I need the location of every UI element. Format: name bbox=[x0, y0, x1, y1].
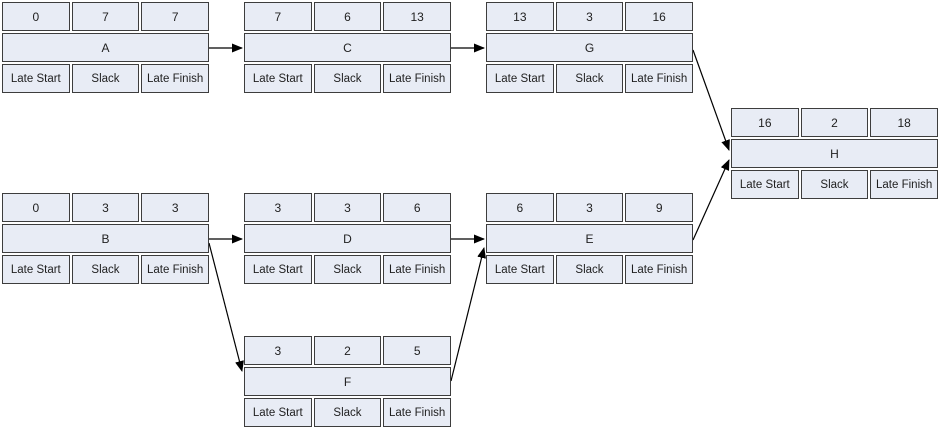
activity-name: C bbox=[244, 33, 451, 62]
late-start-label: Late Start bbox=[244, 64, 312, 93]
duration-value: 2 bbox=[800, 108, 869, 137]
early-start-value: 0 bbox=[2, 2, 70, 31]
early-finish-value: 9 bbox=[625, 193, 693, 222]
duration-value: 3 bbox=[71, 193, 140, 222]
early-start-value: 3 bbox=[244, 336, 312, 365]
pert-node-d: 3 3 6 D Late Start Slack Late Finish bbox=[244, 193, 451, 284]
early-finish-value: 16 bbox=[625, 2, 693, 31]
late-finish-label: Late Finish bbox=[383, 255, 451, 284]
late-start-label: Late Start bbox=[2, 64, 70, 93]
slack-label: Slack bbox=[800, 170, 869, 199]
slack-label: Slack bbox=[71, 255, 140, 284]
pert-node-e: 6 3 9 E Late Start Slack Late Finish bbox=[486, 193, 693, 284]
slack-label: Slack bbox=[71, 64, 140, 93]
activity-name: F bbox=[244, 367, 451, 396]
pert-node-f: 3 2 5 F Late Start Slack Late Finish bbox=[244, 336, 451, 427]
late-start-label: Late Start bbox=[244, 255, 312, 284]
late-finish-label: Late Finish bbox=[383, 398, 451, 427]
late-finish-label: Late Finish bbox=[141, 255, 209, 284]
early-finish-value: 7 bbox=[141, 2, 209, 31]
late-start-label: Late Start bbox=[486, 64, 554, 93]
activity-name: B bbox=[2, 224, 209, 253]
slack-label: Slack bbox=[313, 255, 382, 284]
late-start-label: Late Start bbox=[2, 255, 70, 284]
late-finish-label: Late Finish bbox=[383, 64, 451, 93]
duration-value: 7 bbox=[71, 2, 140, 31]
edge-g-h bbox=[692, 49, 730, 151]
activity-name: G bbox=[486, 33, 693, 62]
early-finish-value: 6 bbox=[383, 193, 451, 222]
late-start-label: Late Start bbox=[731, 170, 799, 199]
late-finish-label: Late Finish bbox=[625, 255, 693, 284]
duration-value: 3 bbox=[555, 193, 624, 222]
duration-value: 3 bbox=[313, 193, 382, 222]
pert-node-b: 0 3 3 B Late Start Slack Late Finish bbox=[2, 193, 209, 284]
slack-label: Slack bbox=[313, 398, 382, 427]
early-finish-value: 5 bbox=[383, 336, 451, 365]
pert-node-g: 13 3 16 G Late Start Slack Late Finish bbox=[486, 2, 693, 93]
activity-name: D bbox=[244, 224, 451, 253]
late-finish-label: Late Finish bbox=[141, 64, 209, 93]
early-start-value: 13 bbox=[486, 2, 554, 31]
early-start-value: 16 bbox=[731, 108, 799, 137]
duration-value: 2 bbox=[313, 336, 382, 365]
slack-label: Slack bbox=[555, 64, 624, 93]
edge-e-h bbox=[692, 159, 730, 241]
slack-label: Slack bbox=[555, 255, 624, 284]
duration-value: 6 bbox=[313, 2, 382, 31]
late-finish-label: Late Finish bbox=[870, 170, 938, 199]
early-start-value: 7 bbox=[244, 2, 312, 31]
slack-label: Slack bbox=[313, 64, 382, 93]
pert-node-c: 7 6 13 C Late Start Slack Late Finish bbox=[244, 2, 451, 93]
edge-b-f bbox=[208, 242, 244, 372]
early-start-value: 0 bbox=[2, 193, 70, 222]
activity-name: H bbox=[731, 139, 938, 168]
pert-node-a: 0 7 7 A Late Start Slack Late Finish bbox=[2, 2, 209, 93]
early-finish-value: 18 bbox=[870, 108, 938, 137]
activity-name: E bbox=[486, 224, 693, 253]
late-finish-label: Late Finish bbox=[625, 64, 693, 93]
early-finish-value: 3 bbox=[141, 193, 209, 222]
pert-node-h: 16 2 18 H Late Start Slack Late Finish bbox=[731, 108, 938, 199]
early-start-value: 6 bbox=[486, 193, 554, 222]
edge-f-e bbox=[450, 247, 486, 382]
activity-name: A bbox=[2, 33, 209, 62]
duration-value: 3 bbox=[555, 2, 624, 31]
early-start-value: 3 bbox=[244, 193, 312, 222]
early-finish-value: 13 bbox=[383, 2, 451, 31]
late-start-label: Late Start bbox=[486, 255, 554, 284]
late-start-label: Late Start bbox=[244, 398, 312, 427]
